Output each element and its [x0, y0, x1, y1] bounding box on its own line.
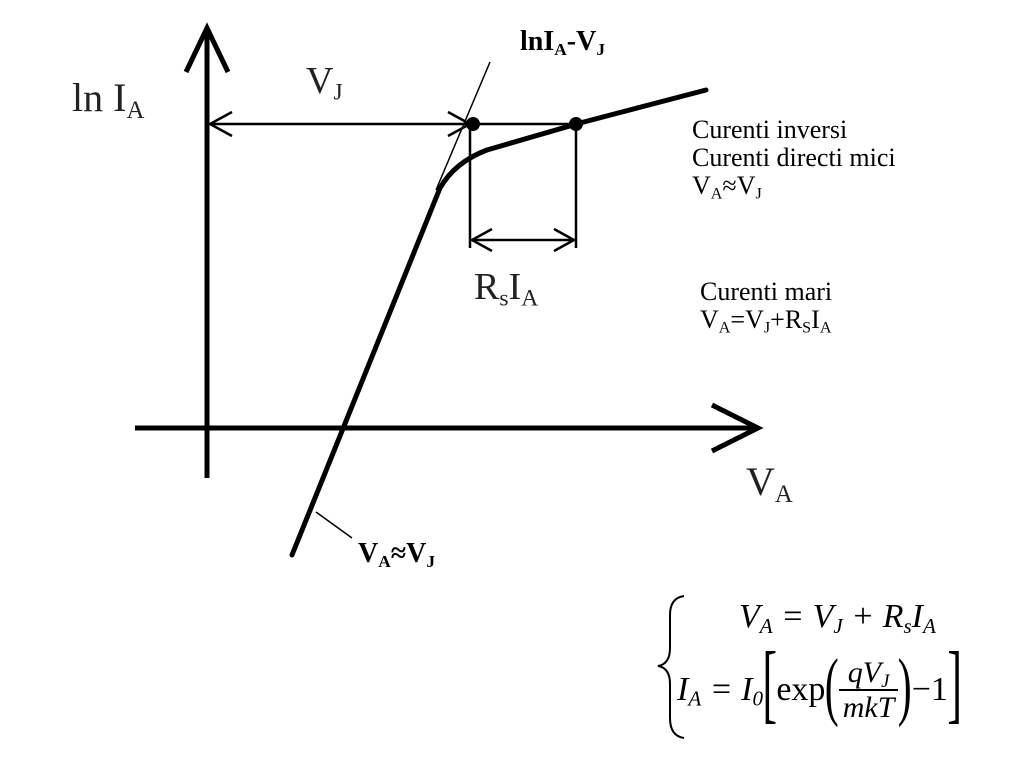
x-axis-arrowhead [710, 402, 764, 454]
ideal-tangent-line [435, 61, 491, 191]
rsia-dimension-label: RsIA [474, 266, 539, 312]
note-low-line-3: VA≈VJ [692, 171, 762, 203]
system-brace [657, 595, 685, 739]
y-axis-arrowhead [183, 22, 231, 74]
note-low-line-1: Curenti inversi [692, 115, 848, 144]
bottom-label-leader [315, 511, 353, 539]
rsia-arrowhead-left [469, 227, 493, 253]
ideal-line-label: lnIA-VJ [520, 26, 606, 59]
note-high-line-2: VA=VJ+RSIA [700, 305, 832, 337]
point-ideal [466, 117, 480, 131]
point-real [569, 117, 583, 131]
low-region-label: VA≈VJ [358, 538, 436, 571]
note-low-current: Curenti inversi Curenti directi mici VA≈… [692, 115, 896, 203]
note-high-current: Curenti mari VA=VJ+RSIA [700, 277, 833, 337]
vj-dimension-label: VJ [306, 60, 343, 106]
y-axis-label: ln IA [72, 75, 145, 124]
x-axis-label: VA [746, 459, 793, 508]
diode-characteristic-curve [289, 87, 709, 558]
note-low-line-2: Curenti directi mici [692, 143, 896, 173]
rsia-arrowhead-right [553, 227, 577, 253]
equation-1: VA = VJ + RsIA [739, 598, 936, 638]
vj-arrowhead-left [207, 110, 233, 138]
note-high-line-1: Curenti mari [700, 277, 833, 306]
